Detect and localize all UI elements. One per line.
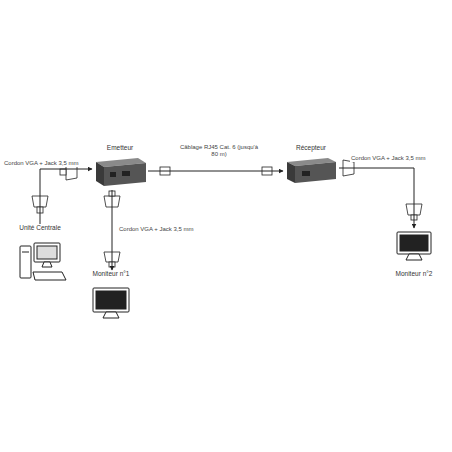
transmitter-node: Emetteur	[92, 144, 148, 190]
node-label: Moniteur n°2	[382, 270, 446, 278]
monitor-node: Moniteur n°1	[80, 270, 142, 322]
transmitter-device	[96, 158, 146, 186]
node-label: Emetteur	[92, 144, 148, 152]
monitor-icon	[93, 288, 129, 318]
computer-node: Unité Centrale	[10, 224, 70, 288]
node-label: Moniteur n°1	[80, 270, 142, 278]
cable-label: Cordon VGA + Jack 3,5 mm	[3, 160, 80, 167]
monitor-node: Moniteur n°2	[382, 228, 446, 278]
cable-label: Cordon VGA + Jack 3,5 mm	[118, 226, 195, 233]
monitor-icon	[397, 232, 431, 260]
node-label: Unité Centrale	[10, 224, 70, 232]
cable-label: Câblage RJ45 Cat. 6 (jusqu'à 80 m)	[178, 144, 260, 158]
receiver-device	[287, 158, 336, 183]
cable-connector	[40, 169, 92, 224]
cable-connector	[339, 168, 414, 228]
cable-connector	[148, 171, 283, 172]
cable-label: Cordon VGA + Jack 3,5 mm	[350, 155, 427, 162]
receiver-node: Récepteur	[283, 144, 339, 188]
node-label: Récepteur	[283, 144, 339, 152]
vga-plug	[32, 160, 422, 267]
computer-icon	[20, 243, 66, 280]
cable-connector	[112, 190, 113, 270]
